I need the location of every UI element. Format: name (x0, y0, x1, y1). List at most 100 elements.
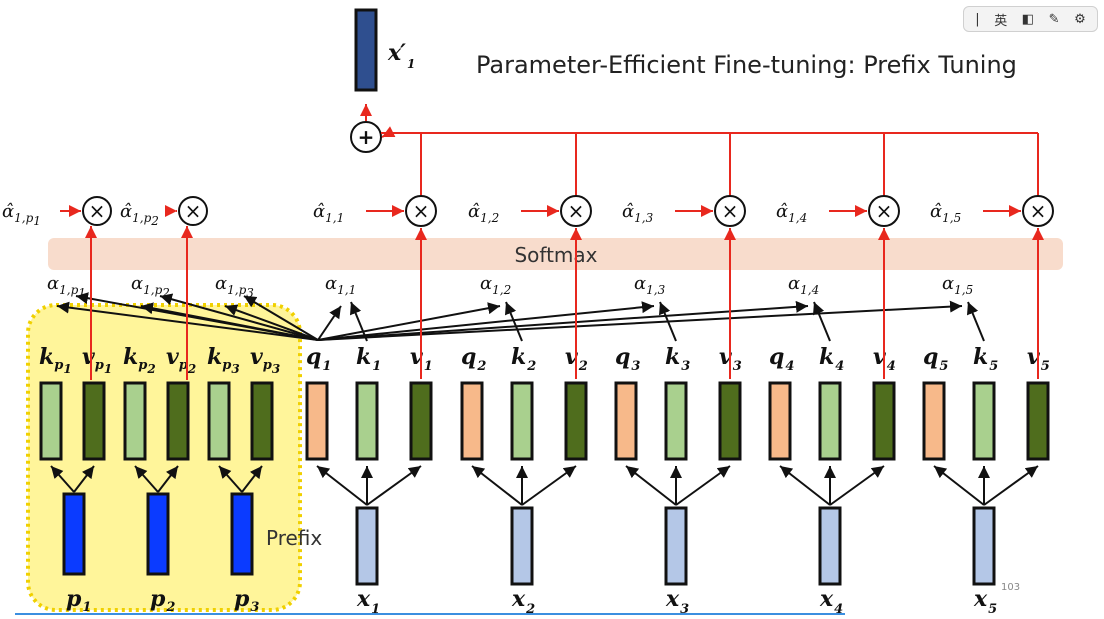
token-letter: x (973, 586, 988, 612)
value-vector (564, 381, 588, 461)
token-to-query-arrow (779, 465, 831, 506)
k-sub: 5 (989, 359, 998, 374)
output-label: x′1 (387, 40, 415, 71)
prefix-to-key-arrow (218, 465, 243, 493)
prefix-value-vector (250, 381, 274, 461)
prefix-key-vector (207, 381, 231, 461)
query-vector (305, 381, 329, 461)
page-number: 103 (1001, 582, 1020, 593)
alpha-main: α (480, 273, 492, 294)
prefix-token-sub: 2 (165, 600, 175, 615)
k-letter: k (665, 344, 680, 370)
attention-arrow (317, 300, 809, 341)
alpha-label: α1,5 (942, 273, 973, 297)
v-sub: 1 (424, 359, 433, 374)
prefix-alpha-label: α1,p3 (215, 273, 254, 300)
token-label: x1 (356, 586, 380, 617)
attention-arrow (317, 305, 342, 341)
prefix-key-vector (39, 381, 63, 461)
prefix-alpha-subsub: 2 (161, 286, 170, 300)
attention-arrow (317, 301, 655, 341)
k-letter: k (819, 344, 834, 370)
token-vector (972, 506, 996, 586)
alpha-hat-label: α̂1,3 (622, 201, 654, 225)
prefix-to-value-arrow (241, 465, 263, 493)
q-sub: 3 (631, 359, 640, 374)
v-sub: 4 (887, 359, 896, 374)
q-label: q3 (615, 344, 640, 374)
softmax-band (48, 238, 1063, 270)
prefix-key-label: kp3 (207, 344, 240, 376)
prefix-token-letter: p (234, 586, 250, 612)
multiply-symbol: × (1030, 199, 1047, 223)
toolbar-divider: | (975, 11, 980, 27)
v-sub: 5 (1041, 359, 1050, 374)
token-sub: 4 (834, 602, 843, 617)
prefix-key-vector (123, 381, 147, 461)
pen-icon[interactable]: ✎ (1048, 11, 1060, 27)
prefix-attention-arrow (140, 302, 319, 341)
query-vector (460, 381, 484, 461)
q-sub: 4 (785, 359, 794, 374)
query-vector (614, 381, 638, 461)
prefix-key-sub: p (54, 358, 63, 373)
value-vector (718, 381, 742, 461)
v-letter: v (1027, 344, 1040, 370)
k-sub: 3 (681, 359, 690, 374)
prefix-alpha-sub: 1,p (227, 283, 246, 297)
k-label: k3 (665, 344, 690, 374)
prefix-multiply-node (82, 196, 112, 226)
alpha-main: α (788, 273, 800, 294)
softmax-label: Softmax (514, 243, 597, 267)
query-vector (922, 381, 946, 461)
prefix-alpha-hat-label: α̂1,p1 (2, 201, 41, 228)
q-letter: q (769, 344, 784, 370)
attention-arrow (317, 302, 501, 341)
v-label: v3 (719, 344, 742, 374)
alpha-label: α1,1 (325, 273, 356, 297)
prefix-alpha-subsub: 3 (246, 286, 254, 300)
alpha-sub: 1,5 (954, 283, 973, 297)
alpha-main: α (325, 273, 337, 294)
multiply-symbol: × (568, 199, 585, 223)
v-label: v4 (873, 344, 896, 374)
token-to-value-arrow (366, 465, 422, 506)
prefix-token-label: p2 (150, 586, 175, 615)
token-label: x4 (819, 586, 843, 617)
prefix-value-label: vp2 (166, 344, 196, 376)
key-vector (510, 381, 534, 461)
alpha-main: α (942, 273, 954, 294)
prefix-value-sub: p (263, 358, 272, 373)
prefix-key-sub: p (138, 358, 147, 373)
token-label: x5 (973, 586, 997, 617)
q-label: q5 (923, 344, 948, 374)
alpha-hat-label: α̂1,4 (776, 201, 807, 225)
k-label: k2 (511, 344, 536, 374)
language-toggle[interactable]: 英 (994, 13, 1008, 29)
k-letter: k (511, 344, 526, 370)
sum-node: + (350, 104, 382, 153)
v-label: v5 (1027, 344, 1050, 374)
k-letter: k (973, 344, 988, 370)
k-label: k1 (356, 344, 381, 374)
prefix-key-label: kp2 (123, 344, 156, 376)
prefix-alpha-main: α (131, 273, 143, 294)
value-vector (1026, 381, 1050, 461)
prefix-value-letter: v (250, 344, 263, 370)
q-letter: q (461, 344, 476, 370)
value-vector (409, 381, 433, 461)
output-vector (354, 8, 378, 92)
alpha-sub: 1,4 (800, 283, 819, 297)
prefix-alpha-hat-subsub: 1 (33, 214, 41, 228)
token-to-query-arrow (471, 465, 523, 506)
layout-icon[interactable]: ◧ (1021, 11, 1035, 27)
alpha-hat-main: α̂ (776, 201, 788, 222)
key-vector (664, 381, 688, 461)
settings-icon[interactable]: ⚙ (1074, 11, 1086, 27)
alpha-hat-sub: 1,4 (788, 211, 807, 225)
v-letter: v (719, 344, 732, 370)
plus-symbol: + (358, 125, 375, 149)
